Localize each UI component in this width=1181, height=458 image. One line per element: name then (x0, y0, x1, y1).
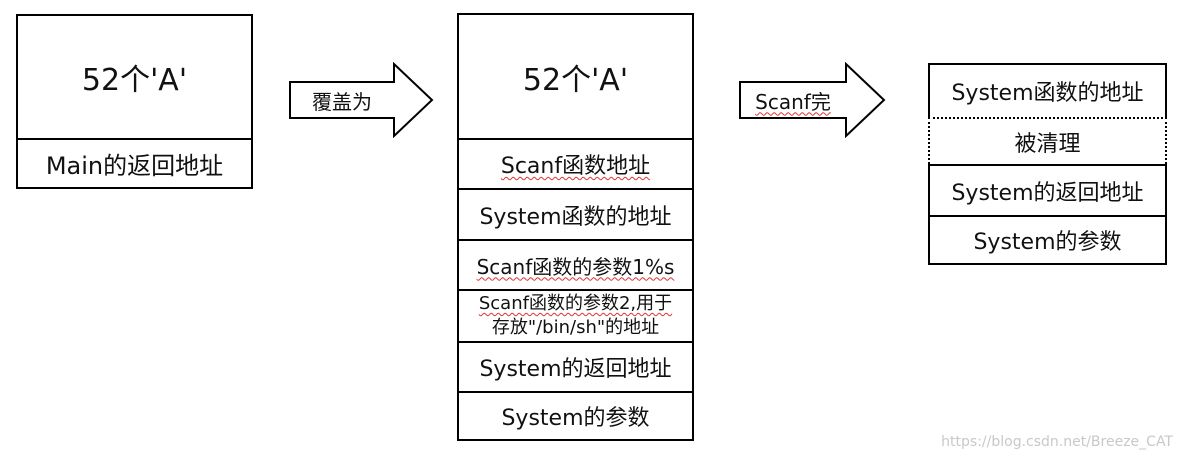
right-row-0: System函数的地址 (951, 81, 1144, 106)
middle-padding-label: 52个'A' (522, 62, 629, 98)
watermark: https://blog.csdn.net/Breeze_CAT (941, 434, 1173, 450)
arrow2-text: Scanf完 (755, 89, 831, 114)
right-stack: System函数的地址 被清理 System的返回地址 System的参数 (928, 63, 1167, 265)
right-row-2: System的返回地址 (951, 180, 1144, 206)
left-stack: 52个'A' Main的返回地址 (16, 14, 253, 189)
right-row-3: System的参数 (973, 230, 1122, 255)
right-system-arg-cell: System的参数 (930, 215, 1165, 263)
left-stack-padding-cell: 52个'A' (18, 16, 251, 138)
middle-row-4: 存放"/bin/sh"的地址 (491, 317, 660, 338)
middle-row-6: System的参数 (501, 406, 650, 431)
arrow1-label: 覆盖为 (290, 82, 394, 118)
middle-system-return-cell: System的返回地址 (459, 341, 692, 391)
middle-row-0: Scanf函数地址 (500, 154, 651, 179)
middle-system-arg-cell: System的参数 (459, 391, 692, 439)
middle-row-3: Scanf函数的参数2,用于 (478, 293, 673, 314)
middle-scanf-arg1-cell: Scanf函数的参数1%s (459, 239, 692, 289)
middle-system-address-cell: System函数的地址 (459, 188, 692, 239)
middle-row-5: System的返回地址 (479, 357, 672, 382)
left-padding-label: 52个'A' (81, 63, 188, 98)
right-row-1: 被清理 (1014, 131, 1081, 157)
left-return-label: Main的返回地址 (45, 152, 224, 180)
middle-stack: 52个'A' Scanf函数地址 System函数的地址 Scanf函数的参数1… (457, 13, 694, 441)
arrow1-text: 覆盖为 (312, 89, 372, 114)
middle-scanf-address-cell: Scanf函数地址 (459, 138, 692, 188)
right-arrow-icon (739, 62, 886, 138)
middle-row-1: System函数的地址 (479, 204, 672, 230)
right-system-return-cell: System的返回地址 (930, 164, 1165, 215)
middle-stack-padding-cell: 52个'A' (459, 15, 692, 138)
left-stack-return-address-cell: Main的返回地址 (18, 138, 251, 187)
middle-row-2: Scanf函数的参数1%s (476, 254, 675, 279)
arrow2-label: Scanf完 (740, 82, 846, 118)
right-arrow-icon (289, 62, 434, 138)
middle-scanf-arg2-cell: Scanf函数的参数2,用于 存放"/bin/sh"的地址 (459, 289, 692, 341)
right-system-address-cell: System函数的地址 (930, 65, 1165, 117)
right-cleaned-cell: 被清理 (928, 117, 1167, 164)
